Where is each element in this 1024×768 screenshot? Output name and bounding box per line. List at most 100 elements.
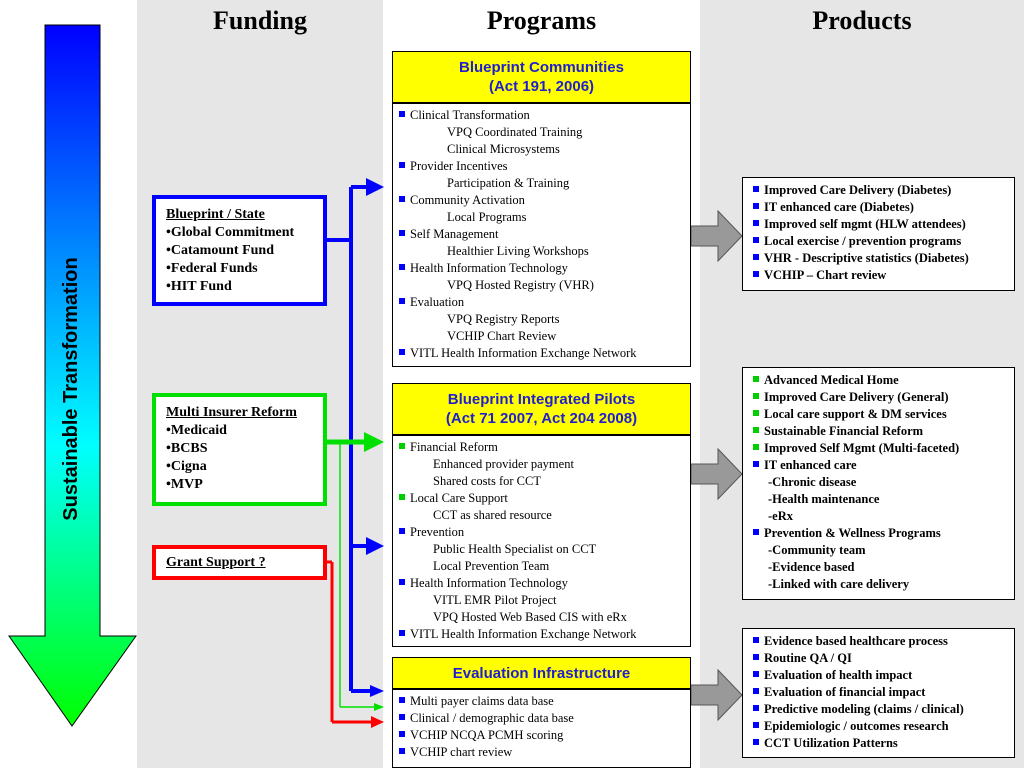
communities-title-line2: (Act 191, 2006) — [488, 78, 595, 95]
list-item: Evidence based healthcare process — [753, 633, 1010, 650]
gray-arrow-2 — [690, 447, 743, 501]
bullet-icon — [753, 186, 759, 192]
list-item-text: VCHIP chart review — [410, 745, 513, 759]
list-item-text: -Community team — [768, 543, 866, 557]
list-item-text: VPQ Coordinated Training — [447, 125, 583, 139]
list-item-text: Clinical Transformation — [410, 108, 530, 122]
bullet-icon — [753, 237, 759, 243]
bullet-icon — [753, 529, 759, 535]
list-item: VITL EMR Pilot Project — [399, 592, 686, 609]
bullet-icon — [399, 111, 405, 117]
list-item-text: Health Information Technology — [410, 576, 568, 590]
arrowhead-evaluation-green — [374, 703, 384, 711]
list-item: VPQ Registry Reports — [399, 311, 686, 328]
funding-grant-support: Grant Support ? — [152, 545, 327, 580]
list-item: -Evidence based — [753, 559, 1010, 576]
list-item: IT enhanced care (Diabetes) — [753, 199, 1010, 216]
bullet-icon — [399, 528, 405, 534]
list-item: VCHIP NCQA PCMH scoring — [399, 727, 686, 744]
list-item: Sustainable Financial Reform — [753, 423, 1010, 440]
list-item-text: Predictive modeling (claims / clinical) — [764, 702, 964, 716]
bullet-icon — [753, 254, 759, 260]
list-item: Shared costs for CCT — [399, 473, 686, 490]
list-item-text: Prevention — [410, 525, 465, 539]
arrowhead-communities — [366, 178, 384, 196]
funding-blueprint-title: Blueprint / State — [166, 207, 265, 222]
list-item-text: Local Programs — [447, 210, 527, 224]
funding-multi-insurer: Multi Insurer Reform •Medicaid •BCBS •Ci… — [152, 393, 327, 506]
gray-arrow-3 — [690, 668, 743, 722]
list-item: Prevention & Wellness Programs — [753, 525, 1010, 542]
bullet-icon — [399, 494, 405, 500]
list-item-text: VPQ Hosted Web Based CIS with eRx — [433, 610, 627, 624]
bullet-icon — [753, 203, 759, 209]
list-item-text: Local exercise / prevention programs — [764, 234, 962, 248]
list-item: Clinical Transformation — [399, 107, 686, 124]
list-item: Public Health Specialist on CCT — [399, 541, 686, 558]
gray-arrow-1 — [690, 209, 743, 263]
list-item-text: Evaluation of health impact — [764, 668, 913, 682]
funding-blueprint-state: Blueprint / State •Global Commitment •Ca… — [152, 195, 327, 306]
bullet-icon — [753, 705, 759, 711]
funding-blueprint-item: •Global Commitment — [166, 225, 295, 240]
list-item-text: VCHIP Chart Review — [447, 329, 557, 343]
list-item: Clinical / demographic data base — [399, 710, 686, 727]
communities-header: Blueprint Communities (Act 191, 2006) — [392, 51, 691, 103]
list-item: Predictive modeling (claims / clinical) — [753, 701, 1010, 718]
funding-multi-item: •BCBS — [166, 441, 208, 456]
list-item: Evaluation of financial impact — [753, 684, 1010, 701]
funding-grant-title: Grant Support ? — [166, 555, 266, 570]
list-item: VPQ Hosted Web Based CIS with eRx — [399, 609, 686, 626]
bullet-icon — [399, 731, 405, 737]
bullet-icon — [399, 349, 405, 355]
funding-multi-item: •Cigna — [166, 459, 207, 474]
list-item-text: VCHIP NCQA PCMH scoring — [410, 728, 564, 742]
bullet-icon — [399, 264, 405, 270]
list-item: Self Management — [399, 226, 686, 243]
list-item: Health Information Technology — [399, 260, 686, 277]
list-item-text: Shared costs for CCT — [433, 474, 541, 488]
list-item-text: IT enhanced care — [764, 458, 857, 472]
list-item: VHR - Descriptive statistics (Diabetes) — [753, 250, 1010, 267]
bullet-icon — [399, 714, 405, 720]
communities-title-line1: Blueprint Communities — [458, 59, 624, 76]
list-item: Local Prevention Team — [399, 558, 686, 575]
list-item: Healthier Living Workshops — [399, 243, 686, 260]
list-item: Provider Incentives — [399, 158, 686, 175]
list-item: VCHIP Chart Review — [399, 328, 686, 345]
list-item: Improved self mgmt (HLW attendees) — [753, 216, 1010, 233]
bullet-icon — [753, 739, 759, 745]
bullet-icon — [753, 393, 759, 399]
list-item-text: Improved Care Delivery (General) — [764, 390, 949, 404]
programs-header: Programs — [486, 6, 597, 35]
list-item: Advanced Medical Home — [753, 372, 1010, 389]
bullet-icon — [399, 298, 405, 304]
list-item: Participation & Training — [399, 175, 686, 192]
bullet-icon — [753, 688, 759, 694]
list-item-text: VITL Health Information Exchange Network — [410, 627, 637, 641]
red-connectors — [326, 560, 372, 724]
list-item-text: VPQ Hosted Registry (VHR) — [447, 278, 594, 292]
list-item: -Community team — [753, 542, 1010, 559]
bullet-icon — [753, 671, 759, 677]
list-item-text: Community Activation — [410, 193, 525, 207]
list-item-text: Improved Self Mgmt (Multi-faceted) — [764, 441, 960, 455]
bullet-icon — [399, 630, 405, 636]
list-item-text: -Chronic disease — [768, 475, 857, 489]
bullet-icon — [399, 162, 405, 168]
arrowhead-pilots — [364, 432, 384, 452]
bullet-icon — [399, 196, 405, 202]
list-item-text: Evidence based healthcare process — [764, 634, 948, 648]
bullet-icon — [753, 444, 759, 450]
list-item: Routine QA / QI — [753, 650, 1010, 667]
list-item-text: VCHIP – Chart review — [764, 268, 887, 282]
list-item: Community Activation — [399, 192, 686, 209]
list-item: CCT as shared resource — [399, 507, 686, 524]
list-item: VCHIP chart review — [399, 744, 686, 761]
list-item-text: -Linked with care delivery — [768, 577, 910, 591]
list-item: Local exercise / prevention programs — [753, 233, 1010, 250]
list-item: Local Programs — [399, 209, 686, 226]
